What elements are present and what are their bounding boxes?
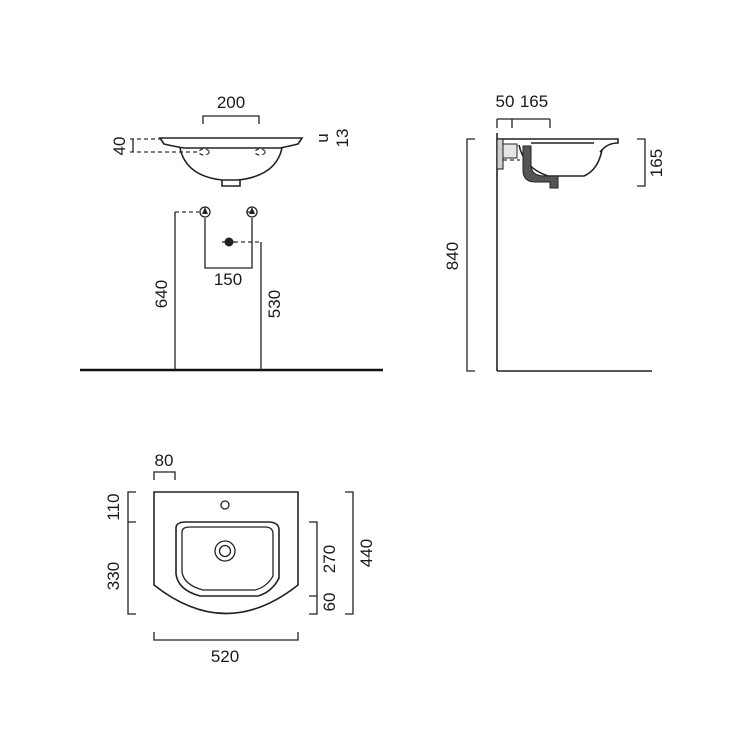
front-view: 200 40 u 13 150 640 53	[80, 93, 383, 372]
water-inlet-left	[199, 206, 211, 218]
siphon-pipe	[522, 145, 559, 189]
dim-tap-offset-plan	[153, 471, 176, 480]
label-drain-height: 530	[265, 290, 284, 318]
label-wall-offset: 50	[496, 92, 515, 111]
label-total-depth: 440	[357, 539, 376, 567]
label-bowl-depth: 270	[320, 545, 339, 573]
dim-tap-spacing	[204, 218, 253, 269]
side-basin-top	[497, 138, 619, 153]
bracket-block	[502, 143, 518, 159]
plan-drain-outer	[214, 540, 236, 562]
side-view: 50 165 165 840	[443, 92, 666, 372]
basin-rim	[158, 137, 304, 149]
plan-drain-inner	[218, 544, 232, 558]
dim-total-depth	[345, 491, 354, 615]
wall-bracket	[496, 138, 504, 170]
label-width: 520	[211, 647, 239, 666]
label-rim-thickness: 13	[333, 129, 352, 148]
basin-drain-stub	[221, 180, 241, 187]
plan-bowl-inner	[181, 526, 274, 591]
label-total-height: 840	[443, 242, 462, 270]
plan-bowl-outer	[175, 521, 280, 597]
label-depth: 165	[520, 92, 548, 111]
drain-outlet	[222, 237, 236, 247]
label-bowl-front: 330	[104, 562, 123, 590]
tap-hole-leader	[130, 138, 200, 153]
tap-hole-icon	[220, 500, 230, 510]
label-tap-offset: 40	[110, 137, 129, 156]
label-tap-offset-plan: 80	[155, 451, 174, 470]
label-tap-spacing: 150	[214, 270, 242, 289]
dim-rear-margin	[127, 491, 136, 523]
label-front-margin: 60	[320, 593, 339, 612]
plan-view: 80 110 330 270 60 440 520	[104, 451, 376, 666]
plan-outline	[153, 491, 299, 615]
dim-total-height	[466, 138, 475, 372]
label-bowl-height: 165	[647, 149, 666, 177]
dim-bowl-front	[127, 522, 136, 615]
label-rear-margin: 110	[104, 493, 123, 520]
label-top-width: 200	[217, 93, 245, 112]
dim-bowl-depth	[309, 521, 318, 597]
dim-width	[153, 632, 299, 641]
dim-front-margin	[309, 596, 318, 615]
overflow-hole-right	[254, 148, 266, 156]
basin-bowl	[179, 147, 283, 181]
label-rim-unit: u	[313, 133, 332, 142]
dim-side-top	[496, 118, 551, 128]
dim-top-width	[202, 115, 260, 124]
dim-bowl-height	[637, 138, 646, 187]
label-inlet-height: 640	[152, 280, 171, 308]
overflow-hole-left	[198, 148, 210, 156]
